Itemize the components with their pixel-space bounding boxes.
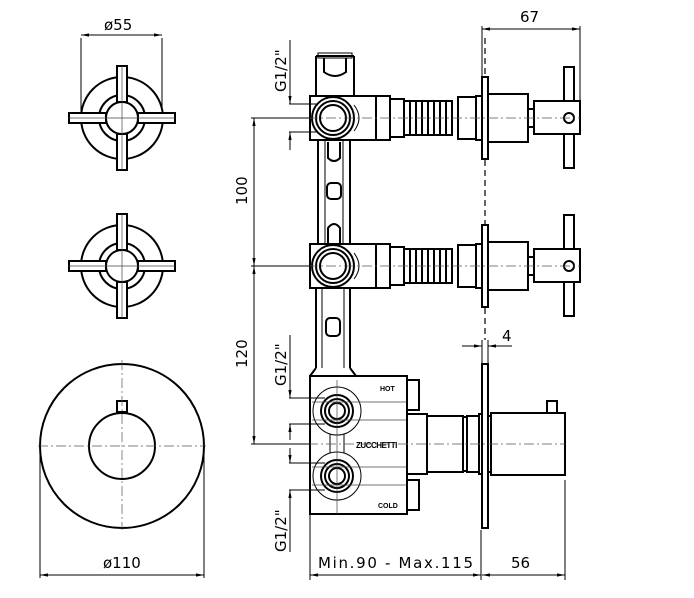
valve-body-side-view: HOT ZUCCHETTI COLD — [309, 52, 420, 515]
dimension-handle-projection: 67 — [481, 8, 581, 101]
dimension-valve-spacing: 100 — [233, 117, 310, 267]
cross-handle-front-view-middle — [68, 213, 176, 319]
cold-port-label: COLD — [378, 503, 398, 510]
stop-valve-side-view-middle — [290, 214, 581, 317]
mixer-cartridge-side-view — [290, 363, 566, 529]
handle-diameter-label: ø55 — [104, 16, 132, 34]
dimension-mixer-spacing: 120 — [233, 266, 310, 445]
dimension-thread-top: G1/2" — [272, 40, 318, 150]
cross-handle-front-view-top: ø55 — [68, 16, 176, 171]
handle-projection-label: 67 — [520, 8, 539, 26]
valve-spacing-label: 100 — [233, 176, 251, 205]
dimension-wall-depth: Min.90 - Max.115 — [309, 514, 482, 580]
mixer-spacing-label: 120 — [233, 339, 251, 368]
stop-valve-side-view-top — [290, 66, 581, 169]
mixer-projection-label: 56 — [511, 554, 530, 572]
mixer-plate-front-view: ø110 — [38, 360, 206, 578]
plate-diameter-label: ø110 — [103, 554, 141, 572]
hot-port-label: HOT — [380, 386, 396, 393]
dimension-thread-middle: G1/2" — [272, 335, 325, 440]
thread-bottom-label: G1/2" — [272, 509, 290, 552]
dimension-plate-thickness: 4 — [462, 327, 512, 364]
brand-label: ZUCCHETTI — [356, 441, 397, 450]
thread-middle-label: G1/2" — [272, 343, 290, 386]
dimension-thread-bottom: G1/2" — [272, 448, 325, 552]
wall-depth-label: Min.90 - Max.115 — [318, 554, 473, 572]
thread-top-label: G1/2" — [272, 49, 290, 92]
dimension-mixer-projection: 56 — [482, 480, 566, 580]
plate-thickness-label: 4 — [502, 327, 512, 345]
